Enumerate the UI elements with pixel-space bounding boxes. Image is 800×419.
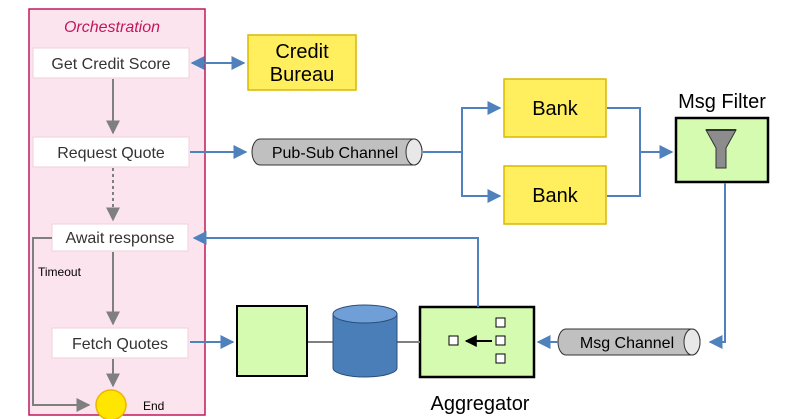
get-credit-score-step: [32, 47, 190, 79]
aggregator-to-await: [192, 231, 479, 307]
pubsub-channel-label: Pub-Sub Channel: [272, 145, 398, 162]
orchestration-title: Orchestration: [64, 19, 160, 36]
database-icon: [332, 304, 398, 378]
msg-filter-title: Msg Filter: [678, 91, 766, 113]
request-quote-step: [32, 136, 190, 168]
timeout-path: [32, 237, 91, 412]
credit-bureau-box: [247, 34, 357, 91]
end-label: End: [143, 399, 164, 413]
aggregator-label: Aggregator: [431, 393, 530, 415]
fetch-quotes-label: Fetch Quotes: [72, 336, 168, 353]
filter-to-msgchannel: [708, 183, 726, 349]
aggregator-icon: [448, 317, 506, 364]
msg-channel-label: Msg Channel: [580, 335, 674, 352]
request-quote-label: Request Quote: [57, 145, 165, 162]
pubsub-to-bank-bottom: [461, 152, 502, 203]
bank-bottom-to-filter: [607, 152, 641, 197]
bank-bottom-label: Bank: [532, 185, 579, 207]
bank-bottom-box: [503, 165, 607, 225]
bank-top-to-filter: [607, 107, 674, 159]
bank-top-box: [503, 78, 607, 138]
await-response-step: [51, 223, 189, 252]
await-response-label: Await response: [65, 230, 174, 247]
credit-bureau-label-line1: Credit: [275, 41, 329, 63]
bank-top-label: Bank: [532, 98, 579, 120]
end-node: [95, 389, 127, 419]
timeout-label: Timeout: [38, 265, 82, 279]
quote-store-box: [236, 305, 308, 377]
credit-bureau-label-line2: Bureau: [270, 64, 335, 86]
funnel-icon: [705, 129, 737, 169]
pubsub-to-bank-top: [461, 101, 502, 152]
pubsub-channel: [251, 138, 423, 166]
get-credit-score-label: Get Credit Score: [51, 56, 170, 73]
msg-channel: [557, 328, 701, 356]
fetch-quotes-step: [51, 327, 189, 359]
